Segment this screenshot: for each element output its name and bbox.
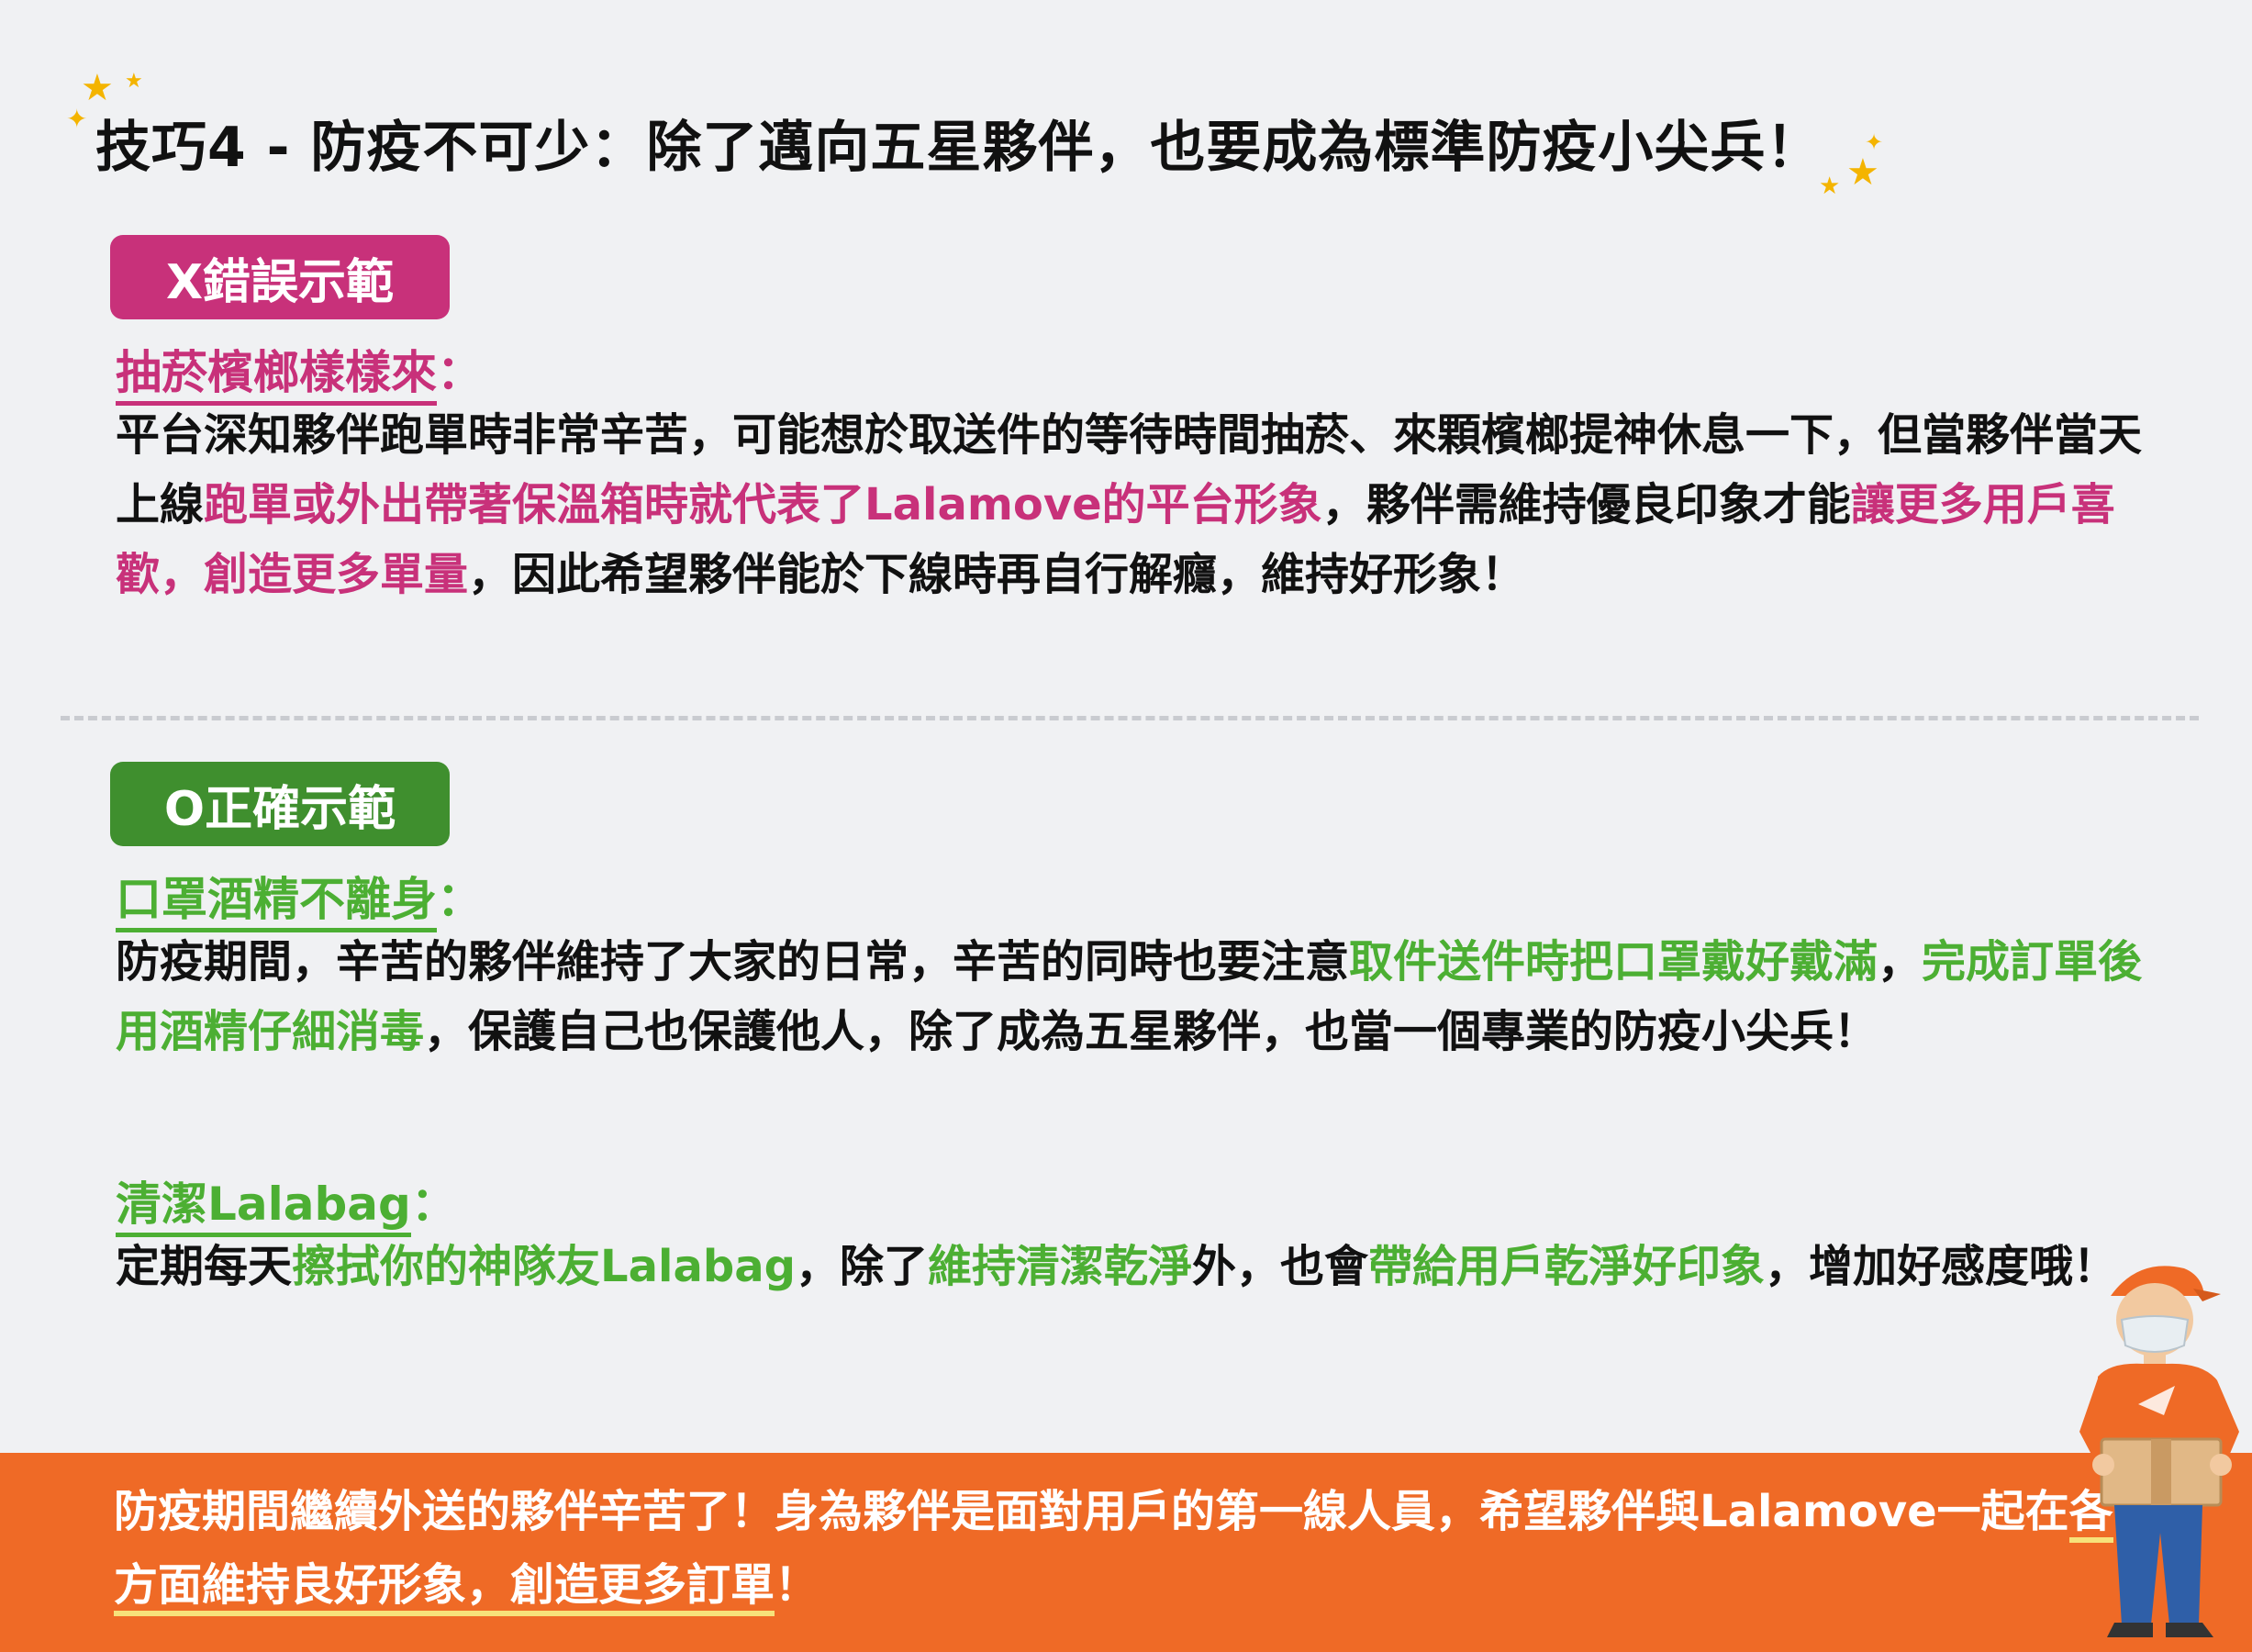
- star-icon: ✦: [66, 104, 88, 134]
- mask-paragraph: 防疫期間，辛苦的夥伴維持了大家的日常，辛苦的同時也要注意取件送件時把口罩戴好戴滿…: [116, 936, 2143, 1057]
- wrong-paragraph: 平台深知夥伴跑單時非常辛苦，可能想於取送件的等待時間抽菸、來顆檳榔提神休息一下，…: [116, 409, 2143, 600]
- footer-text: 防疫期間繼續外送的夥伴辛苦了！身為夥伴是面對用戶的第一線人員，希望夥伴與Lala…: [114, 1475, 2114, 1622]
- courier-illustration: [2079, 1266, 2239, 1637]
- page-title: 技巧4 - 防疫不可少：除了邁向五星夥伴，也要成為標準防疫小尖兵！: [95, 116, 1823, 180]
- star-icon: ★: [81, 67, 114, 109]
- wrong-subtitle: 抽菸檳榔樣樣來：: [116, 336, 483, 406]
- lalabag-paragraph: 定期每天擦拭你的神隊友Lalabag，除了維持清潔乾淨外，也會帶給用戶乾淨好印象…: [116, 1241, 2118, 1292]
- footer-banner: 防疫期間繼續外送的夥伴辛苦了！身為夥伴是面對用戶的第一線人員，希望夥伴與Lala…: [0, 1453, 2252, 1652]
- star-icon: ★: [1846, 151, 1879, 194]
- right-example-badge: O正確示範: [110, 762, 450, 846]
- star-icon: ✦: [1865, 129, 1884, 155]
- wrong-example-badge: X錯誤示範: [110, 235, 450, 319]
- right-subtitle-mask: 口罩酒精不離身：: [116, 863, 483, 932]
- right-subtitle-lalabag: 清潔Lalabag：: [116, 1167, 457, 1237]
- star-icon: ★: [1819, 173, 1841, 200]
- star-icon: ★: [125, 70, 143, 93]
- section-divider: [61, 716, 2199, 720]
